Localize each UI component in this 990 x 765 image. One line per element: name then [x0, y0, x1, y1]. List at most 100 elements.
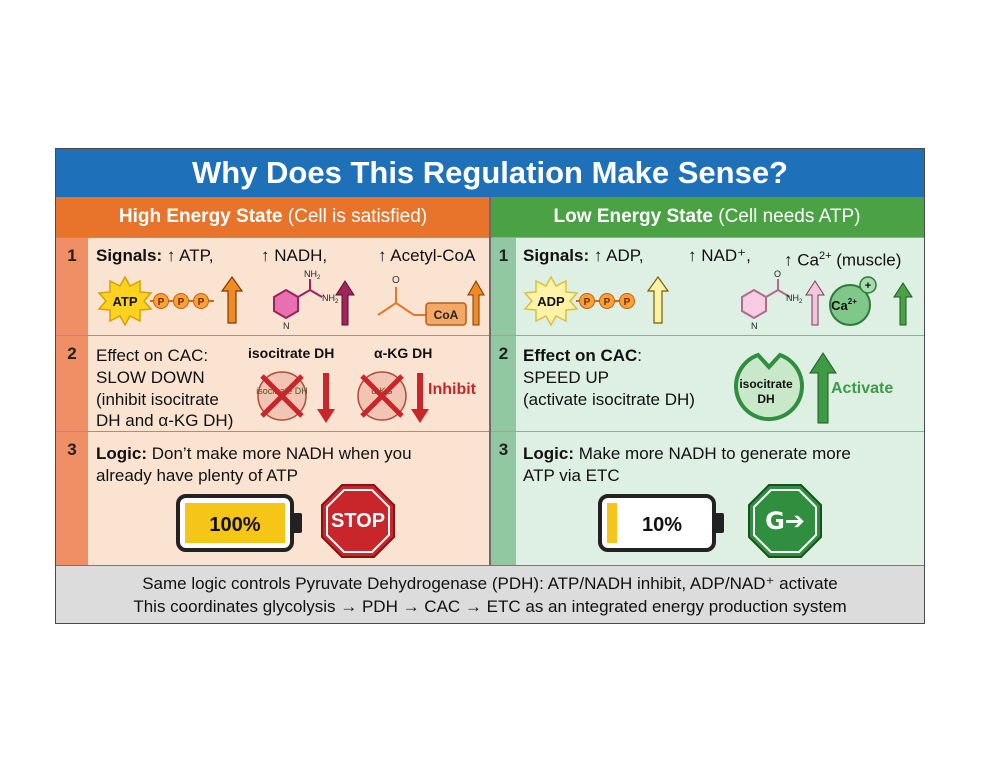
down-arrow-icon [317, 373, 335, 423]
right-signals-line: Signals: ↑ ADP, [523, 245, 644, 267]
left-row-1 [88, 237, 489, 336]
left-row-3-number: 3 [56, 431, 88, 565]
adp-phosphate-2-label: P [604, 297, 611, 308]
inhibit-label: Inhibit [428, 381, 476, 398]
nad-nh2: NH [786, 293, 799, 303]
up-arrow-icon [467, 279, 485, 326]
activated-enzyme-label-1: isocitrate [739, 377, 793, 391]
low-energy-subtitle: (Cell needs ATP) [712, 206, 861, 227]
phosphate-1-label: P [158, 297, 165, 308]
left-logic-text: Don’t make more NADH when you [151, 444, 412, 463]
nad-nh2-sub: 2 [799, 299, 803, 305]
svg-text:NH2: NH2 [322, 293, 339, 305]
nadh-nh2-top: NH [304, 269, 317, 279]
up-arrow-icon [335, 280, 355, 326]
battery-full-icon: 100% [176, 494, 302, 552]
activated-enzyme-label-2: DH [757, 392, 774, 406]
signal-atp: ↑ ATP, [166, 246, 214, 265]
right-row-1-number: 1 [491, 237, 516, 335]
right-effect-line-1: SPEED UP [523, 368, 609, 387]
nad-n-label: N [751, 321, 758, 331]
atp-label: ATP [112, 294, 137, 309]
inhibited-isocitrate-dh-icon: isocitrate DH [256, 371, 335, 423]
calcium-charge-label: 2+ [848, 297, 857, 306]
atp-burst-shape [97, 275, 153, 327]
battery-full-label: 100% [209, 514, 260, 536]
nadh-nh2-side-sub: 2 [335, 299, 339, 305]
up-arrow-icon [809, 352, 837, 424]
column-divider [489, 197, 491, 565]
calcium-icon: Ca2+ + [829, 276, 913, 326]
acetyl-coa-icon: O CoA [377, 275, 485, 326]
akg-dh-heading: α-KG DH [374, 345, 433, 361]
left-logic-line-1: Logic: Don’t make more NADH when you [96, 443, 481, 465]
battery-low-label: 10% [642, 514, 682, 536]
left-row-1-number: 1 [56, 237, 88, 335]
isocitrate-dh-heading: isocitrate DH [248, 345, 335, 361]
nad-molecule-icon: O NH2 N [741, 269, 825, 331]
right-effect-label: Effect on CAC [523, 346, 638, 365]
right-effect-line-2: (activate isocitrate DH) [523, 390, 695, 409]
up-arrow-icon [805, 280, 825, 326]
down-arrow-icon [411, 373, 429, 423]
nadh-molecule-icon: NH2 NH2 N [273, 269, 355, 331]
footer-note: Same logic controls Pyruvate Dehydrogena… [56, 565, 924, 623]
svg-text:NH2: NH2 [304, 269, 321, 281]
battery-low-fill [607, 503, 617, 543]
right-row-2-number: 2 [491, 335, 516, 431]
stop-sign-icon: STOP [321, 484, 395, 558]
svg-text:NH2: NH2 [786, 293, 803, 305]
go-label: G➔ [765, 507, 805, 535]
coa-label: CoA [434, 308, 459, 322]
phosphate-2-label: P [178, 297, 185, 308]
left-effect-line-3: DH and α-KG DH) [96, 411, 234, 430]
adp-label: ADP [537, 294, 565, 309]
right-row-2 [516, 335, 924, 432]
left-effect-line-1: SLOW DOWN [96, 368, 205, 387]
low-energy-title: Low Energy State [553, 206, 713, 227]
inhibited-enzyme-1-label: isocitrate DH [256, 386, 308, 396]
up-arrow-icon [646, 275, 670, 324]
right-logic-label: Logic: [523, 444, 574, 463]
low-energy-header: Low Energy State (Cell needs ATP) [490, 197, 924, 237]
right-row-3 [516, 431, 924, 566]
calcium-label: Ca [831, 298, 848, 313]
signal-calcium-charge: 2+ [818, 250, 832, 262]
right-logic-line-1: Logic: Make more NADH to generate more [523, 443, 918, 465]
calcium-plus-label: + [865, 280, 871, 292]
left-signals-line: Signals: ↑ ATP, [96, 245, 236, 267]
adp-phosphate-1-label: P [584, 297, 591, 308]
signal-calcium-text: ↑ Ca [784, 250, 819, 270]
footer-line-1: Same logic controls Pyruvate Dehydrogena… [142, 574, 838, 593]
diagram-frame: Why Does This Regulation Make Sense? Hig… [55, 148, 925, 624]
up-arrow-icon [220, 275, 244, 324]
adp-phosphate-3-label: P [624, 297, 631, 308]
right-logic-line-2: ATP via ETC [523, 466, 620, 485]
battery-full-fill [185, 503, 285, 543]
activate-label: Activate [831, 380, 894, 397]
atp-icon: ATP P P P [97, 275, 244, 327]
signal-calcium: ↑ Ca2+ (muscle) [784, 245, 901, 272]
footer-line-2: This coordinates glycolysis → PDH → CAC … [133, 597, 847, 616]
signal-nadh: ↑ NADH, [261, 246, 328, 265]
activated-isocitrate-dh-icon: isocitrate DH [734, 352, 837, 424]
phosphate-3-label: P [198, 297, 205, 308]
up-arrow-icon [893, 282, 913, 326]
high-energy-subtitle: (Cell is satisfied) [282, 206, 428, 227]
nadh-nh2-top-sub: 2 [317, 275, 321, 281]
acetyl-o-label: O [392, 275, 400, 286]
svg-text:Ca2+: Ca2+ [831, 297, 857, 313]
signal-acetyl-coa: ↑ Acetyl-CoA [378, 246, 476, 265]
signal-calcium-note: (muscle) [831, 250, 902, 270]
left-effect-label: Effect on CAC: [96, 346, 209, 365]
stop-label: STOP [331, 510, 385, 532]
left-signals-label: Signals: [96, 246, 163, 265]
left-effect-line-2: (inhibit isocitrate [96, 390, 219, 409]
nadh-n-label: N [283, 321, 290, 331]
nadh-nh2-side: NH [322, 293, 335, 303]
high-energy-header: High Energy State (Cell is satisfied) [56, 197, 490, 237]
go-sign-icon: G➔ [748, 484, 822, 558]
right-effect-heading: Effect on CAC: [523, 345, 642, 367]
right-signals-label: Signals: [523, 246, 590, 265]
adp-icon: ADP P P P [523, 275, 670, 327]
